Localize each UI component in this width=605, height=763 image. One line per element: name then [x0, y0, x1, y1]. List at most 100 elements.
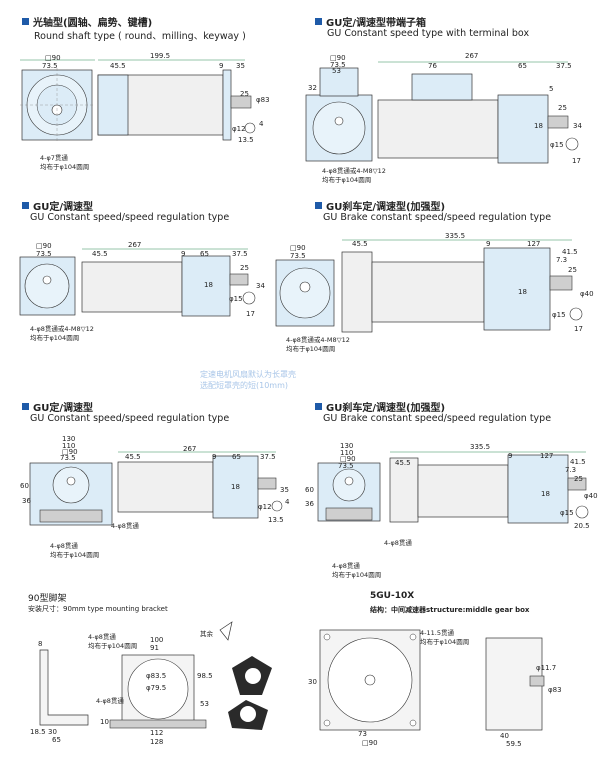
svg-text:4-φ8贯通或4-M8▽12: 4-φ8贯通或4-M8▽12	[322, 166, 386, 175]
section-6-subtitle: GU Brake constant speed/speed regulation…	[323, 413, 552, 424]
section-3-subtitle: GU Constant speed/speed regulation type	[30, 212, 230, 223]
svg-text:37.5: 37.5	[260, 453, 276, 461]
section-2-subtitle: GU Constant speed type with terminal box	[327, 28, 530, 39]
watermark-note: 定速电机风扇默认为长罩壳选配短罩壳的短(10mm)	[200, 370, 296, 390]
svg-text:17: 17	[572, 157, 581, 165]
gearbox	[212, 455, 259, 519]
svg-text:φ11.7: φ11.7	[536, 664, 556, 672]
svg-text:267: 267	[128, 241, 141, 249]
svg-text:59.5: 59.5	[506, 740, 522, 748]
drawing-mounting-bracket: 8 18.5 30 65 100 91 98.5 53 φ83.5 φ79.5 …	[30, 621, 272, 746]
svg-text:4-φ7贯通: 4-φ7贯通	[40, 153, 68, 162]
bracket-3d-photo-1	[232, 656, 272, 695]
svg-text:110: 110	[340, 449, 353, 457]
svg-text:□90: □90	[340, 455, 356, 463]
bullet-square-icon	[315, 202, 322, 209]
svg-text:均布于φ104圆周: 均布于φ104圆周	[88, 641, 137, 650]
svg-text:18: 18	[534, 122, 543, 130]
svg-text:76: 76	[428, 62, 437, 70]
gearbox	[507, 454, 569, 524]
section-1-subtitle: Round shaft type ( round、milling、keyway …	[34, 31, 246, 42]
output-shaft	[567, 477, 587, 491]
gearbox	[483, 247, 551, 331]
svg-text:φ15: φ15	[229, 295, 243, 303]
output-shaft	[257, 477, 277, 490]
svg-text:34: 34	[256, 282, 265, 290]
drawing-constant-speed: □90 73.5 267 45.5 9 65 37.5 25 18 φ15 34…	[19, 241, 265, 342]
svg-text:73.5: 73.5	[330, 61, 346, 69]
svg-text:13.5: 13.5	[238, 136, 254, 144]
motor-body	[417, 464, 509, 518]
svg-text:60: 60	[20, 482, 29, 490]
svg-text:37.5: 37.5	[556, 62, 572, 70]
svg-text:335.5: 335.5	[445, 232, 465, 240]
drawing-round-shaft: □90 73.5 199.5 45.5 9 35 25 φ83 φ12 4 13…	[20, 52, 270, 171]
svg-text:均布于φ104圆周: 均布于φ104圆周	[286, 344, 335, 353]
svg-text:65: 65	[518, 62, 527, 70]
svg-text:□90: □90	[36, 242, 52, 250]
svg-text:□90: □90	[362, 739, 378, 747]
bracket-base	[109, 719, 207, 729]
shaft-section	[569, 307, 583, 321]
svg-text:30: 30	[48, 728, 57, 736]
motor-body	[377, 99, 499, 159]
svg-text:17: 17	[574, 325, 583, 333]
svg-text:φ83.5: φ83.5	[146, 672, 166, 680]
svg-text:4-φ8贯通: 4-φ8贯通	[96, 696, 124, 705]
svg-text:20.5: 20.5	[574, 522, 590, 530]
svg-text:均布于φ104圆周: 均布于φ104圆周	[420, 637, 469, 646]
svg-text:127: 127	[540, 452, 553, 460]
svg-text:73.5: 73.5	[42, 62, 58, 70]
section-4-subtitle: GU Brake constant speed/speed regulation…	[323, 212, 552, 223]
svg-text:199.5: 199.5	[150, 52, 170, 60]
svg-text:13.5: 13.5	[268, 516, 284, 524]
section-7-title: 90型脚架	[28, 594, 67, 604]
svg-text:4-φ8贯通: 4-φ8贯通	[332, 561, 360, 570]
shaft-section	[575, 505, 589, 519]
svg-text:45.5: 45.5	[395, 459, 411, 467]
svg-text:53: 53	[200, 700, 209, 708]
output-shaft	[229, 273, 249, 286]
bracket-3d-photo-2	[228, 700, 268, 730]
svg-text:45.5: 45.5	[352, 240, 368, 248]
svg-text:7.3: 7.3	[556, 256, 567, 264]
svg-text:65: 65	[232, 453, 241, 461]
svg-text:5: 5	[549, 85, 553, 93]
svg-text:4-φ8贯通: 4-φ8贯通	[384, 538, 412, 547]
drawing-constant-speed-foot: 130 110 □90 73.5 60 36 267 45.5 9 65 37.…	[20, 435, 290, 559]
svg-text:35: 35	[236, 62, 245, 70]
drawing-5gu-10x: 73 □90 30 4-11.5贯通 均布于φ104圆周 φ11.7 φ83 4…	[308, 628, 562, 748]
motor-body	[117, 461, 214, 513]
svg-text:335.5: 335.5	[470, 443, 490, 451]
svg-text:17: 17	[246, 310, 255, 318]
bullet-square-icon	[315, 18, 322, 25]
svg-text:35: 35	[280, 486, 289, 494]
svg-text:其余: 其余	[200, 629, 214, 638]
shaft-section	[244, 122, 256, 134]
shaft-section	[242, 291, 256, 305]
svg-text:9: 9	[219, 62, 223, 70]
brake-housing	[341, 251, 373, 333]
svg-text:25: 25	[568, 266, 577, 274]
section-3-title: GU定/调速型	[22, 198, 93, 213]
terminal-box	[319, 67, 359, 97]
bracket-side-view	[39, 649, 89, 726]
svg-text:18: 18	[204, 281, 213, 289]
svg-text:267: 267	[183, 445, 196, 453]
svg-text:均布于φ104圆周: 均布于φ104圆周	[322, 175, 371, 184]
svg-text:9: 9	[181, 250, 185, 258]
terminal-box-side	[411, 73, 473, 101]
svg-text:73: 73	[358, 730, 367, 738]
svg-text:30: 30	[308, 678, 317, 686]
bullet-square-icon	[315, 403, 322, 410]
svg-text:41.5: 41.5	[562, 248, 578, 256]
bullet-square-icon	[22, 18, 29, 25]
gearbox	[181, 255, 231, 317]
svg-text:65: 65	[52, 736, 61, 744]
svg-text:4-φ8贯通: 4-φ8贯通	[50, 541, 78, 550]
svg-text:128: 128	[150, 738, 163, 746]
dim-90: □90	[45, 54, 61, 62]
svg-text:45.5: 45.5	[92, 250, 108, 258]
svg-text:φ40: φ40	[580, 290, 594, 298]
